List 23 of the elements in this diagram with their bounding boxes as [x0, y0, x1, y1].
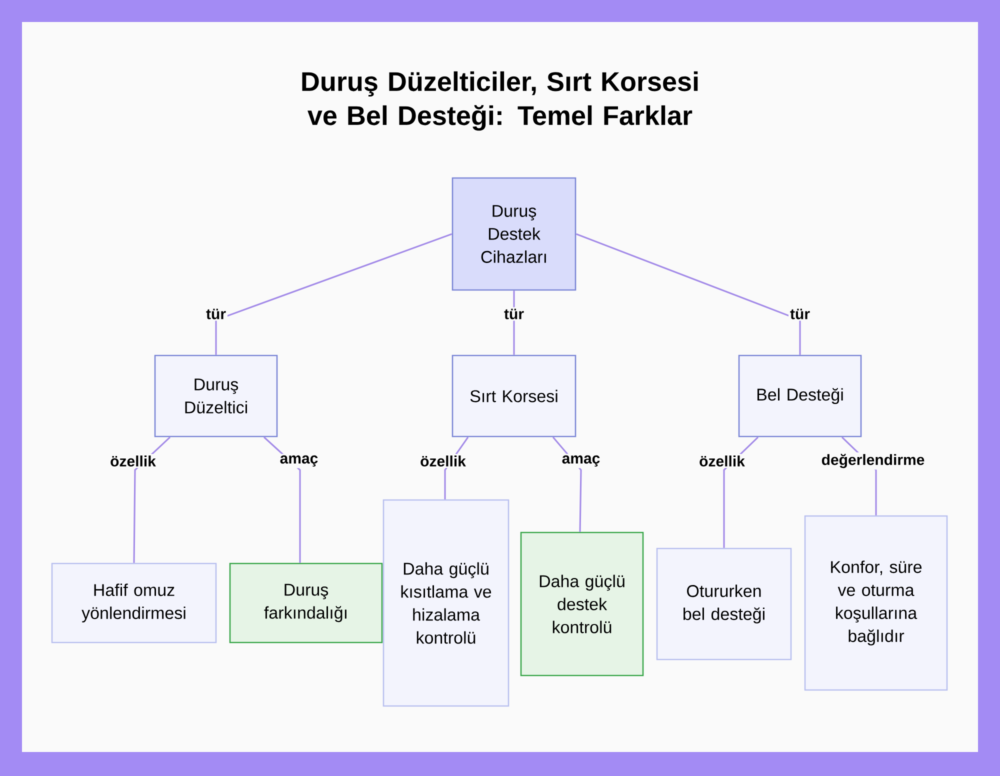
edge-label: amaç — [278, 454, 320, 468]
purpose-box: Daha güçlü destek kontrolü — [520, 532, 644, 676]
edge-label: tür — [204, 307, 228, 321]
root-box: Duruş Destek Cihazları — [452, 177, 576, 291]
feature-box: Konfor, süre ve oturma koşullarına bağlıdır — [804, 515, 948, 691]
feature-box: Hafif omuz yönlendirmesi — [51, 562, 217, 644]
purpose-box: Duruş farkındalığı — [229, 562, 383, 644]
edge-label: tür — [788, 307, 812, 321]
edge-label: değerlendirme — [820, 452, 926, 470]
connector-line — [576, 233, 801, 355]
feature-box: Otururken bel desteği — [656, 548, 792, 660]
connector-line — [513, 290, 515, 355]
edge-label: özellik — [108, 454, 158, 468]
feature-box: Daha güçlü kısıtlama ve hizalama kontrolü — [382, 499, 510, 707]
connector-line — [215, 233, 452, 355]
edge-label: özellik — [418, 454, 468, 468]
edge-label: tür — [502, 307, 526, 321]
category-box: Sırt Korsesi — [452, 354, 576, 438]
category-box: Bel Desteği — [738, 354, 862, 438]
category-box: Duruş Düzeltici — [154, 354, 278, 438]
edge-label: özellik — [698, 454, 746, 468]
title: Duruş Düzelticiler, Sırt Korsesi ve Bel Desteği: Temel Farklar — [302, 71, 698, 131]
edge-label: amaç — [560, 454, 602, 468]
